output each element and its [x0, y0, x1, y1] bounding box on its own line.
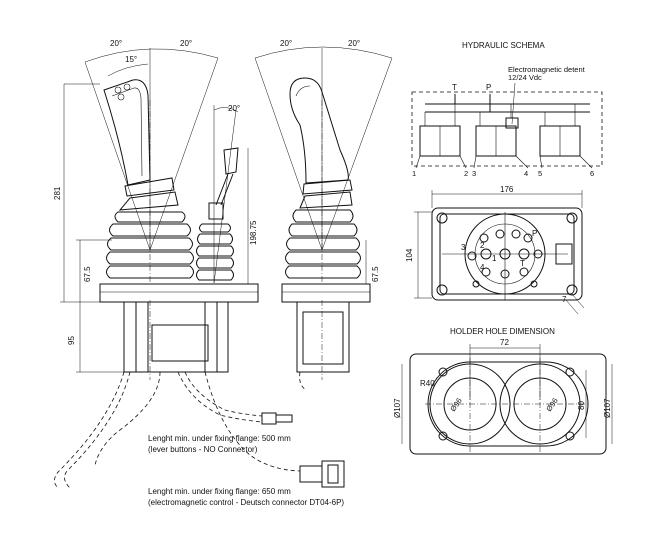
dimension-label: R40: [420, 379, 435, 388]
joystick-handle: [289, 77, 349, 184]
angle-label: 20°: [228, 104, 240, 113]
hydraulic-schema: HYDRAULIC SCHEMA Electromagnetic detent …: [411, 41, 603, 178]
holder-title: HOLDER HOLE DIMENSION: [450, 327, 555, 336]
top-view-outline: [431, 207, 583, 301]
port-p-label: P: [486, 83, 491, 92]
dimension-label: 104: [405, 248, 414, 262]
detent-voltage: 12/24 Vdc: [508, 73, 542, 82]
dimension-label: 80: [577, 401, 586, 410]
dimension-label: Ø107: [603, 398, 612, 418]
joystick-front-view: 20° 20° 15° 20°: [53, 39, 345, 489]
port-number: 2: [464, 169, 468, 178]
angle-label: 15°: [125, 55, 137, 64]
dimension-label: Ø107: [393, 398, 402, 418]
port-number: 6: [590, 169, 594, 178]
angle-label: 20°: [348, 39, 360, 48]
dimension-label: 67.5: [83, 266, 92, 282]
note-1-line-2: (lever buttons - NO Connector): [148, 445, 258, 454]
holder-plate: [409, 353, 607, 455]
port-number: 5: [538, 169, 542, 178]
detent-label: Electromagnetic detent: [508, 65, 586, 74]
fixing-flange: [281, 283, 371, 303]
port-mark: T: [520, 259, 525, 268]
note-2-line-2: (electromagnetic control - Deutsch conne…: [148, 498, 344, 507]
dimension-label: 198.75: [249, 220, 258, 245]
port-number: 4: [524, 169, 528, 178]
port-mark: 4: [480, 263, 485, 272]
port-t-label: T: [452, 83, 457, 92]
valve-body: [123, 301, 229, 373]
holder-hole-dimension: HOLDER HOLE DIMENSION 72 R40 Ø96 Ø96 Ø10…: [393, 327, 613, 455]
port-mark: 1: [492, 254, 497, 263]
joystick-side-view: 20° 20° 67.5: [254, 39, 393, 391]
port-mark: 3: [461, 243, 466, 252]
dimension-label: 95: [67, 336, 76, 345]
dimension-label: Ø96: [448, 396, 464, 413]
fixing-flange: [99, 283, 259, 303]
dimension-label: 176: [500, 185, 514, 194]
angle-arc-top: [84, 48, 219, 63]
note-1-line-1: Lenght min. under fixing flange: 500 mm: [148, 434, 291, 443]
angle-label: 20°: [180, 39, 192, 48]
dimension-label: 7: [562, 295, 567, 304]
dimension-label: 67.5: [371, 266, 380, 282]
dimension-label: 72: [500, 338, 509, 347]
port-number: 1: [412, 169, 416, 178]
note-2-line-1: Lenght min. under fixing flange: 650 mm: [148, 487, 291, 496]
angle-label: 20°: [280, 39, 292, 48]
dimension-label: Ø96: [544, 396, 560, 413]
top-view: 176 104 3 2 1 4 P T: [405, 185, 585, 315]
cable-notes: Lenght min. under fixing flange: 500 mm …: [148, 434, 344, 507]
hydraulic-title: HYDRAULIC SCHEMA: [462, 41, 545, 50]
schema-frame: [411, 91, 603, 167]
port-mark: 2: [480, 241, 485, 250]
port-number: 3: [472, 169, 476, 178]
port-mark: P: [532, 229, 537, 238]
angle-label: 20°: [110, 39, 122, 48]
joystick-handle: [103, 79, 151, 186]
dimension-label: 281: [53, 186, 62, 200]
